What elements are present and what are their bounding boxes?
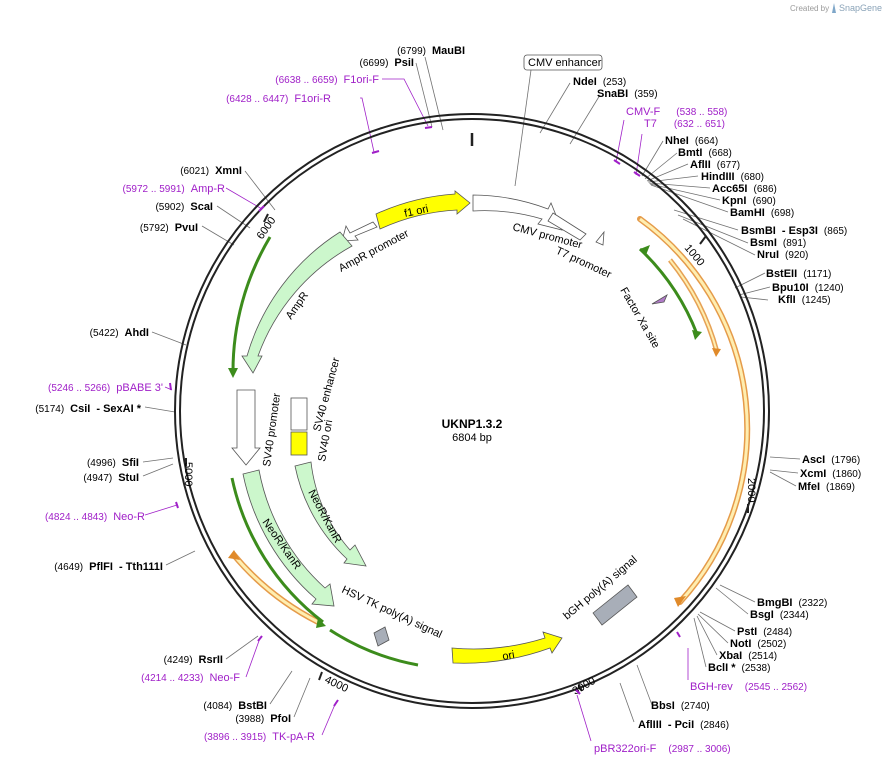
site-bmti: BmtI(668) bbox=[678, 147, 732, 159]
site-mfei: MfeI(1869) bbox=[798, 481, 855, 493]
plasmid-name: UKNP1.3.2 bbox=[442, 417, 503, 431]
major-ticks bbox=[185, 213, 749, 692]
site-sfii: (4996)SfiI bbox=[87, 457, 139, 469]
site-psti: PstI(2484) bbox=[737, 626, 792, 638]
site-nhei: NheI(664) bbox=[665, 135, 718, 147]
site-acc65i: Acc65I(686) bbox=[712, 183, 777, 195]
site-snabi: SnaBI(359) bbox=[597, 88, 658, 100]
primer-f1ori-f: (6638 .. 6659)F1ori-F bbox=[275, 74, 379, 86]
feature-neor-inner: NeoR/KanR bbox=[294, 461, 367, 567]
snapgene-credit: Created by SnapGene bbox=[790, 3, 882, 13]
feature-hsv-tk: HSV TK poly(A) signal bbox=[340, 584, 444, 647]
primer-amp-r: (5972 .. 5991)Amp-R bbox=[123, 183, 226, 195]
site-csii: (5174)CsiI- SexAI * bbox=[35, 403, 141, 415]
primer-pbr322ori-f: pBR322ori-F(2987 .. 3006) bbox=[594, 743, 731, 755]
primer-tk-pa-r: (3896 .. 3915)TK-pA-R bbox=[204, 731, 315, 743]
feature-cmv-promoter: CMV promoter bbox=[472, 194, 587, 251]
primer-ticks bbox=[169, 126, 681, 707]
feature-ori: ori bbox=[451, 631, 563, 664]
primer-f1ori-r: (6428 .. 6447)F1ori-R bbox=[226, 93, 331, 105]
neor-outer-label: NeoR/KanR bbox=[260, 517, 304, 572]
neor-inner-label: NeoR/KanR bbox=[305, 488, 343, 546]
primers-right: CMV-F(538 .. 558) T7(632 .. 651) BGH-rev… bbox=[594, 106, 807, 755]
snapgene-logo-icon bbox=[832, 3, 836, 13]
feature-cmv-enhancer: CMV enhancer bbox=[523, 54, 603, 71]
orf-tracks bbox=[230, 216, 751, 667]
primer-neo-f: (4214 .. 4233)Neo-F bbox=[141, 672, 240, 684]
hsv-tk-label: HSV TK poly(A) signal bbox=[340, 584, 444, 641]
site-kfli: KflI(1245) bbox=[778, 294, 831, 306]
site-kpni: KpnI(690) bbox=[722, 195, 776, 207]
site-bsmbi: BsmBI- Esp3I(865) bbox=[741, 225, 847, 237]
site-pfoi: (3988)PfoI bbox=[235, 713, 291, 725]
credit-brand: SnapGene bbox=[839, 3, 882, 13]
plasmid-center: UKNP1.3.2 6804 bp bbox=[442, 417, 503, 444]
sv40-promoter-label: SV40 promoter bbox=[261, 392, 283, 467]
feature-neor-outer: NeoR/KanR bbox=[242, 469, 335, 607]
site-nrui: NruI(920) bbox=[757, 249, 808, 261]
feature-factor-xa: Factor Xa site bbox=[617, 286, 668, 351]
site-scai: (5902)ScaI bbox=[155, 201, 213, 213]
factor-xa-label: Factor Xa site bbox=[617, 286, 661, 351]
site-xmni: (6021)XmnI bbox=[180, 165, 242, 177]
ori-label: ori bbox=[501, 649, 515, 663]
primers-left: (6638 .. 6659)F1ori-F (6428 .. 6447)F1or… bbox=[45, 74, 379, 743]
primer-bgh-rev: BGH-rev(2545 .. 2562) bbox=[690, 681, 807, 693]
site-bmgbi: BmgBI(2322) bbox=[757, 597, 827, 609]
site-hindiii: HindIII(680) bbox=[701, 171, 764, 183]
site-maubi: (6799)MauBI bbox=[397, 45, 465, 57]
site-rsrii: (4249)RsrII bbox=[164, 654, 223, 666]
tick-label-6000: 6000 bbox=[255, 215, 279, 242]
site-bsgi: BsgI(2344) bbox=[750, 609, 809, 621]
primer-t7: T7(632 .. 651) bbox=[644, 118, 725, 130]
site-stui: (4947)StuI bbox=[83, 472, 139, 484]
site-ndei: NdeI(253) bbox=[573, 76, 626, 88]
primer-neo-r: (4824 .. 4843)Neo-R bbox=[45, 511, 145, 523]
feature-ampr: AmpR bbox=[241, 231, 353, 374]
primer-pbabe3: (5246 .. 5266)pBABE 3' bbox=[48, 382, 163, 394]
site-bbsi: BbsI(2740) bbox=[651, 700, 710, 712]
site-ahdi: (5422)AhdI bbox=[90, 327, 149, 339]
orf-arrowheads bbox=[228, 245, 721, 628]
sites-left: (6799)MauBI (6699)PsiI (6021)XmnI (5902)… bbox=[35, 45, 465, 725]
site-xcmi: XcmI(1860) bbox=[800, 468, 861, 480]
site-bcli: BclI *(2538) bbox=[708, 662, 770, 674]
backbone bbox=[174, 113, 770, 709]
tick-label-2000: 2000 bbox=[745, 478, 757, 502]
cmv-enhancer-label: CMV enhancer bbox=[528, 57, 602, 69]
site-bsmi: BsmI(891) bbox=[750, 237, 806, 249]
site-bpu10i: Bpu10I(1240) bbox=[772, 282, 844, 294]
site-bamhi: BamHI(698) bbox=[730, 207, 794, 219]
plasmid-size: 6804 bp bbox=[452, 432, 492, 444]
tick-label-3000: 3000 bbox=[571, 675, 598, 698]
site-pvui: (5792)PvuI bbox=[140, 222, 198, 234]
site-bstbi: (4084)BstBI bbox=[203, 700, 267, 712]
tick-label-4000: 4000 bbox=[323, 674, 350, 695]
t7-promoter-label: T7 promoter bbox=[554, 245, 614, 281]
f1-ori-label: f1 ori bbox=[403, 203, 429, 220]
site-pflfi: (4649)PflFI- Tth111I bbox=[54, 561, 163, 573]
primer-leader-lines bbox=[144, 78, 689, 742]
primer-cmv-f: CMV-F(538 .. 558) bbox=[626, 106, 727, 118]
site-xbai: XbaI(2514) bbox=[719, 650, 777, 662]
site-noti: NotI(2502) bbox=[730, 638, 786, 650]
sites-right: NdeI(253) SnaBI(359) NheI(664) BmtI(668)… bbox=[573, 76, 861, 731]
site-asci: AscI(1796) bbox=[802, 454, 860, 466]
credit-prefix: Created by bbox=[790, 4, 829, 13]
site-aflii: AflII(677) bbox=[690, 159, 740, 171]
tick-label-5000: 5000 bbox=[182, 462, 194, 486]
site-leader-lines bbox=[142, 56, 801, 723]
feature-f1-ori: f1 ori bbox=[375, 190, 471, 230]
site-bsteii: BstEII(1171) bbox=[766, 268, 831, 280]
feature-sv40-promoter: SV40 promoter bbox=[231, 389, 283, 467]
site-afliii: AflIII- PciI(2846) bbox=[638, 719, 729, 731]
feature-bgh: bGH poly(A) signal bbox=[561, 554, 640, 626]
site-psii: (6699)PsiI bbox=[360, 57, 414, 69]
